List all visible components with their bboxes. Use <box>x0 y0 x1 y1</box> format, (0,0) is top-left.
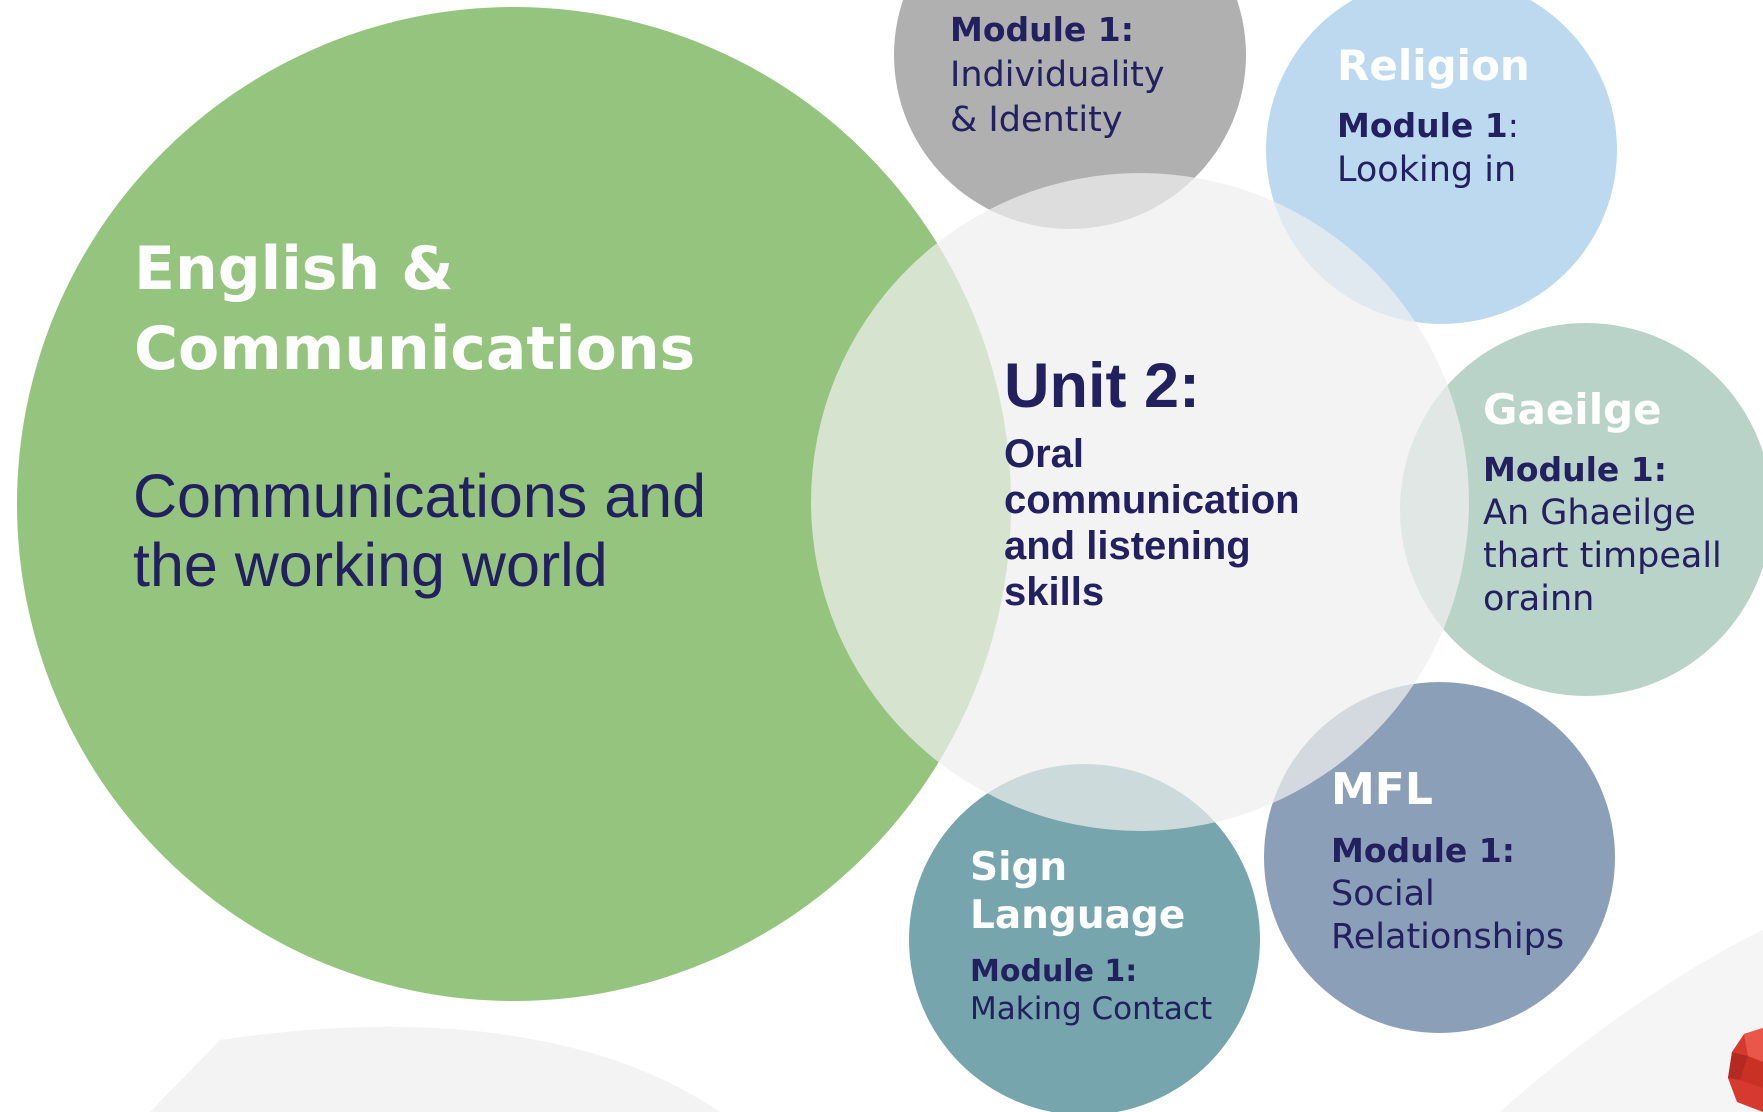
gaeilge-module-label: Module 1: <box>1483 450 1667 489</box>
main-subtitle-line-2: the working world <box>133 531 608 599</box>
mfl-line-1: Social <box>1331 874 1435 914</box>
religion-line-1: Looking in <box>1337 150 1517 190</box>
religion-title: Religion <box>1337 41 1530 90</box>
gaeilge-title: Gaeilge <box>1483 385 1662 434</box>
unit-line-3: and listening <box>1004 524 1251 568</box>
religion-module-colon: : <box>1507 106 1519 145</box>
individuality-line-1: Individuality <box>950 55 1165 95</box>
mfl-module-label: Module 1: <box>1331 831 1515 870</box>
sign-title-line-1: Sign <box>970 845 1068 890</box>
individuality-line-2: & Identity <box>950 100 1123 140</box>
gaeilge-line-3: orainn <box>1483 579 1595 619</box>
individuality-module-label: Module 1: <box>950 10 1134 49</box>
main-subtitle-line-1: Communications and <box>133 462 707 530</box>
unit-heading: Unit 2: <box>1004 351 1200 421</box>
main-title-line-2: Communications <box>134 314 696 384</box>
gaeilge-line-2: thart timpeall <box>1483 536 1722 576</box>
unit-line-2: communication <box>1004 478 1300 522</box>
sign-line-1: Making Contact <box>970 991 1213 1027</box>
main-title-line-1: English & <box>134 234 454 304</box>
mfl-line-2: Relationships <box>1331 917 1565 957</box>
mfl-title: MFL <box>1331 764 1433 815</box>
religion-module-text: Module 1 <box>1337 106 1508 145</box>
unit-2-overlay-circle <box>811 173 1469 831</box>
religion-module-label: Module 1: <box>1337 106 1519 145</box>
logo-icon <box>1728 1028 1763 1112</box>
gaeilge-line-1: An Ghaeilge <box>1483 493 1696 533</box>
unit-line-1: Oral <box>1004 432 1085 476</box>
sign-module-label: Module 1: <box>970 954 1138 989</box>
unit-line-4: skills <box>1004 570 1105 614</box>
sign-title-line-2: Language <box>970 893 1186 938</box>
